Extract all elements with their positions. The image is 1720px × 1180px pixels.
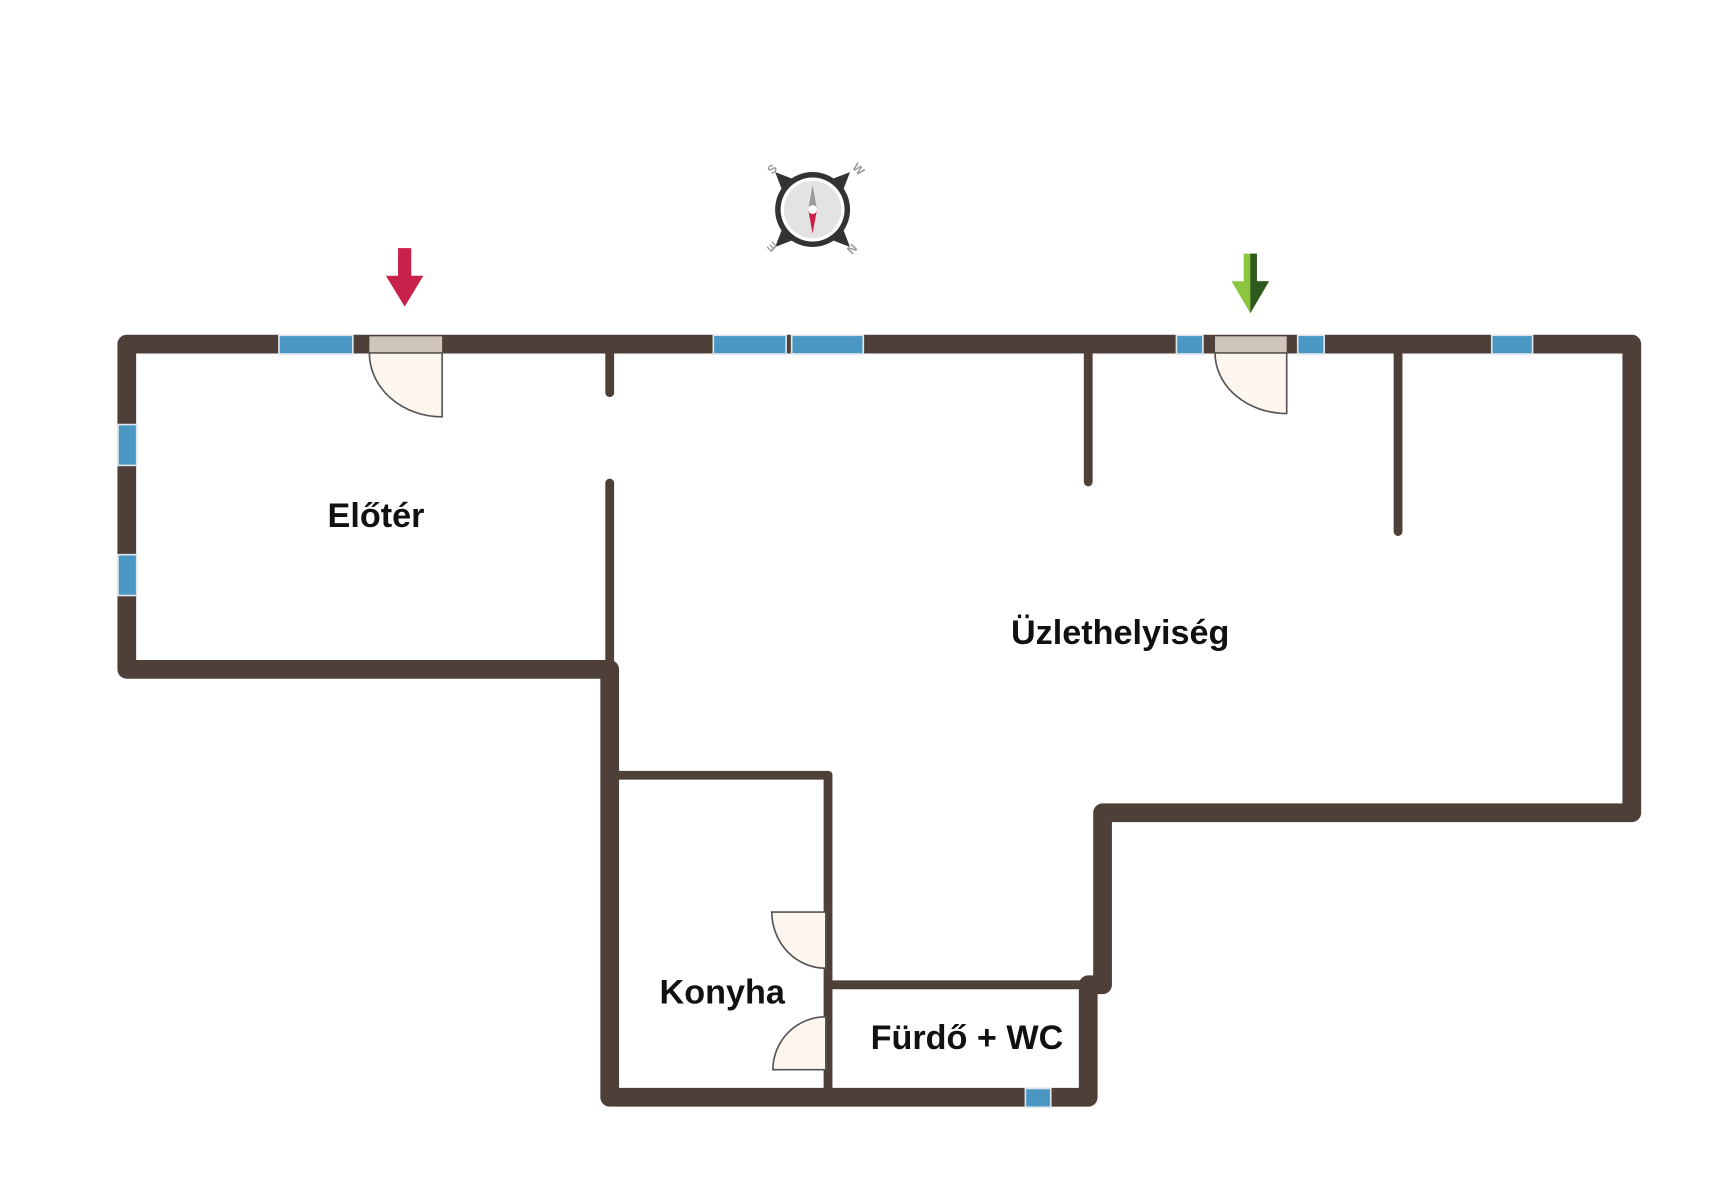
window bbox=[1024, 1087, 1052, 1109]
door-konyha bbox=[770, 911, 827, 970]
window bbox=[1175, 334, 1204, 355]
window bbox=[1490, 334, 1534, 355]
inner-walls bbox=[605, 348, 1403, 1097]
room-label-uzlethelyiseg: Üzlethelyiség bbox=[1011, 613, 1229, 652]
windows bbox=[117, 334, 1534, 1109]
room-label-eloter: Előtér bbox=[328, 497, 425, 535]
door-uzlethelyiseg bbox=[1214, 336, 1288, 415]
window bbox=[117, 553, 138, 597]
window bbox=[278, 334, 354, 355]
compass-w-label: W bbox=[849, 160, 867, 178]
window bbox=[790, 334, 865, 355]
room-label-konyha: Konyha bbox=[660, 974, 786, 1012]
window bbox=[117, 423, 138, 467]
compass-icon bbox=[775, 172, 851, 248]
entrance-arrow-red-icon bbox=[385, 248, 424, 307]
entrance-arrow-green-icon bbox=[1231, 253, 1270, 314]
room-label-furdo: Fürdő + WC bbox=[871, 1019, 1064, 1057]
window bbox=[1296, 334, 1326, 355]
door-furdo bbox=[772, 1015, 827, 1071]
window bbox=[712, 334, 787, 355]
door-eloter bbox=[368, 336, 443, 418]
